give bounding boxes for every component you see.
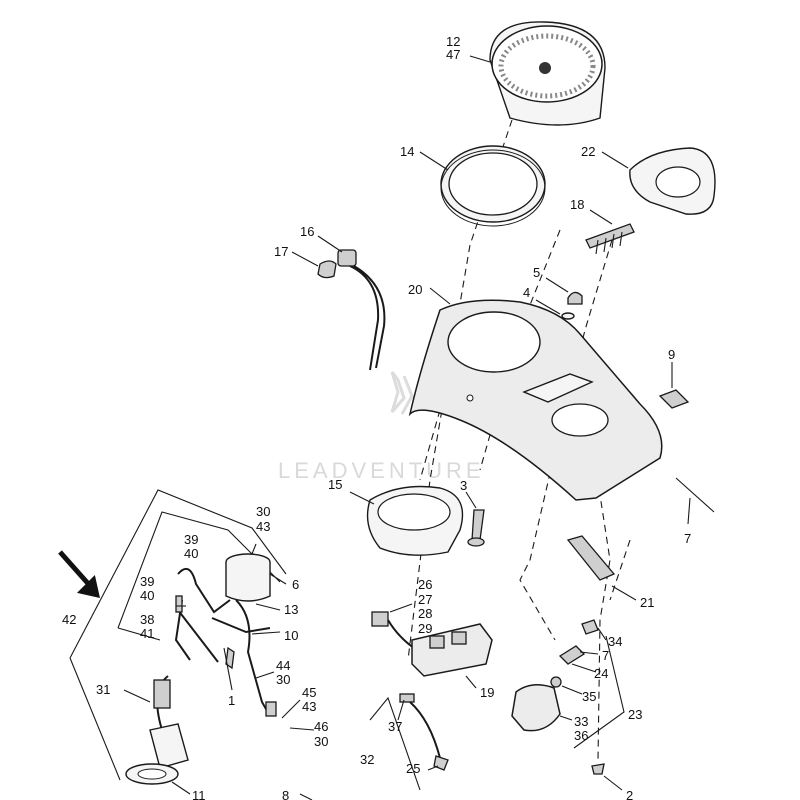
callout-label: 30 [314,734,328,749]
speedometer[interactable] [469,21,606,126]
callout-label: 32 [360,752,374,767]
cover-plate[interactable] [601,147,716,215]
reflector-strip[interactable] [566,535,637,601]
callout-label: 40 [184,546,198,561]
sender-gasket[interactable] [125,763,191,795]
callout-label: 46 [314,719,328,734]
callout-label: 21 [640,595,654,610]
fuel-sender-brackets [69,489,287,781]
callout-label: 20 [408,282,422,297]
callout-label: 30 [276,672,290,687]
callout-label: 35 [582,689,596,704]
callout-label: 7 [684,531,691,546]
sender-wiring[interactable] [174,567,277,717]
callout-label: 10 [284,628,298,643]
callout-label: 29 [418,621,432,636]
callout-label: 43 [256,519,270,534]
bezel-ring[interactable] [419,145,546,227]
watermark-text: LEADVENTURE [278,458,485,483]
callout-label: 2 [626,788,633,800]
callout-label: 13 [284,602,298,617]
callout-label: 37 [388,719,402,734]
callout-label: 34 [608,634,622,649]
indicator-strip[interactable] [585,209,635,255]
callout-label: 40 [140,588,154,603]
callout-label: 26 [418,577,432,592]
callout-label: 33 [574,714,588,729]
callout-label: 19 [480,685,494,700]
part-8[interactable] [299,793,313,800]
callout-label: 23 [628,707,642,722]
bolt[interactable] [465,491,485,547]
callout-label: 5 [533,265,540,280]
callout-label: 45 [302,685,316,700]
callout-label: 8 [282,788,289,800]
switch-hardware[interactable] [550,619,607,695]
callout-label: 39 [184,532,198,547]
callout-label: 36 [574,728,588,743]
callout-label: 1 [228,693,235,708]
callout-label: 28 [418,606,432,621]
callout-label: 31 [96,682,110,697]
relay[interactable] [511,684,573,732]
callout-label: 25 [406,761,420,776]
callout-label: 39 [140,574,154,589]
callout-label: 41 [140,626,154,641]
callout-label: 43 [302,699,316,714]
callout-label: 11 [192,788,206,800]
watermark: LEADVENTURE [278,371,485,483]
callout-label: 18 [570,197,584,212]
fuel-sender-unit[interactable] [225,543,287,602]
gauge-housing[interactable] [349,485,464,556]
callout-label: 9 [668,347,675,362]
callout-label: 6 [292,577,299,592]
highlight-arrow-icon [58,550,100,598]
wire-harness[interactable] [369,693,449,791]
callout-label: 16 [300,224,314,239]
callout-label: 27 [418,592,432,607]
callout-label: 17 [274,244,288,259]
float[interactable] [123,675,189,769]
knob-washer[interactable] [535,277,583,320]
switch-block[interactable] [411,623,493,689]
callout-label: 22 [581,144,595,159]
callout-label: 30 [256,504,270,519]
clip[interactable] [658,362,690,409]
callout-label: 24 [594,666,608,681]
bulb-socket[interactable] [291,235,386,371]
callout-label: 3 [460,478,467,493]
callout-label: 42 [62,612,76,627]
callout-label: 15 [328,477,342,492]
callout-label: 7 [602,648,609,663]
sender-leaders [176,603,315,731]
bracket-23 [573,635,625,749]
callout-label: 38 [140,612,154,627]
callout-label: 14 [400,144,414,159]
screw[interactable] [591,763,623,791]
callout-label: 44 [276,658,290,673]
callout-label: 12 [446,34,460,49]
callout-label: 4 [523,285,530,300]
cable-tie-upper[interactable] [675,477,715,525]
callout-label: 47 [446,47,460,62]
dash-panel[interactable] [408,287,663,501]
